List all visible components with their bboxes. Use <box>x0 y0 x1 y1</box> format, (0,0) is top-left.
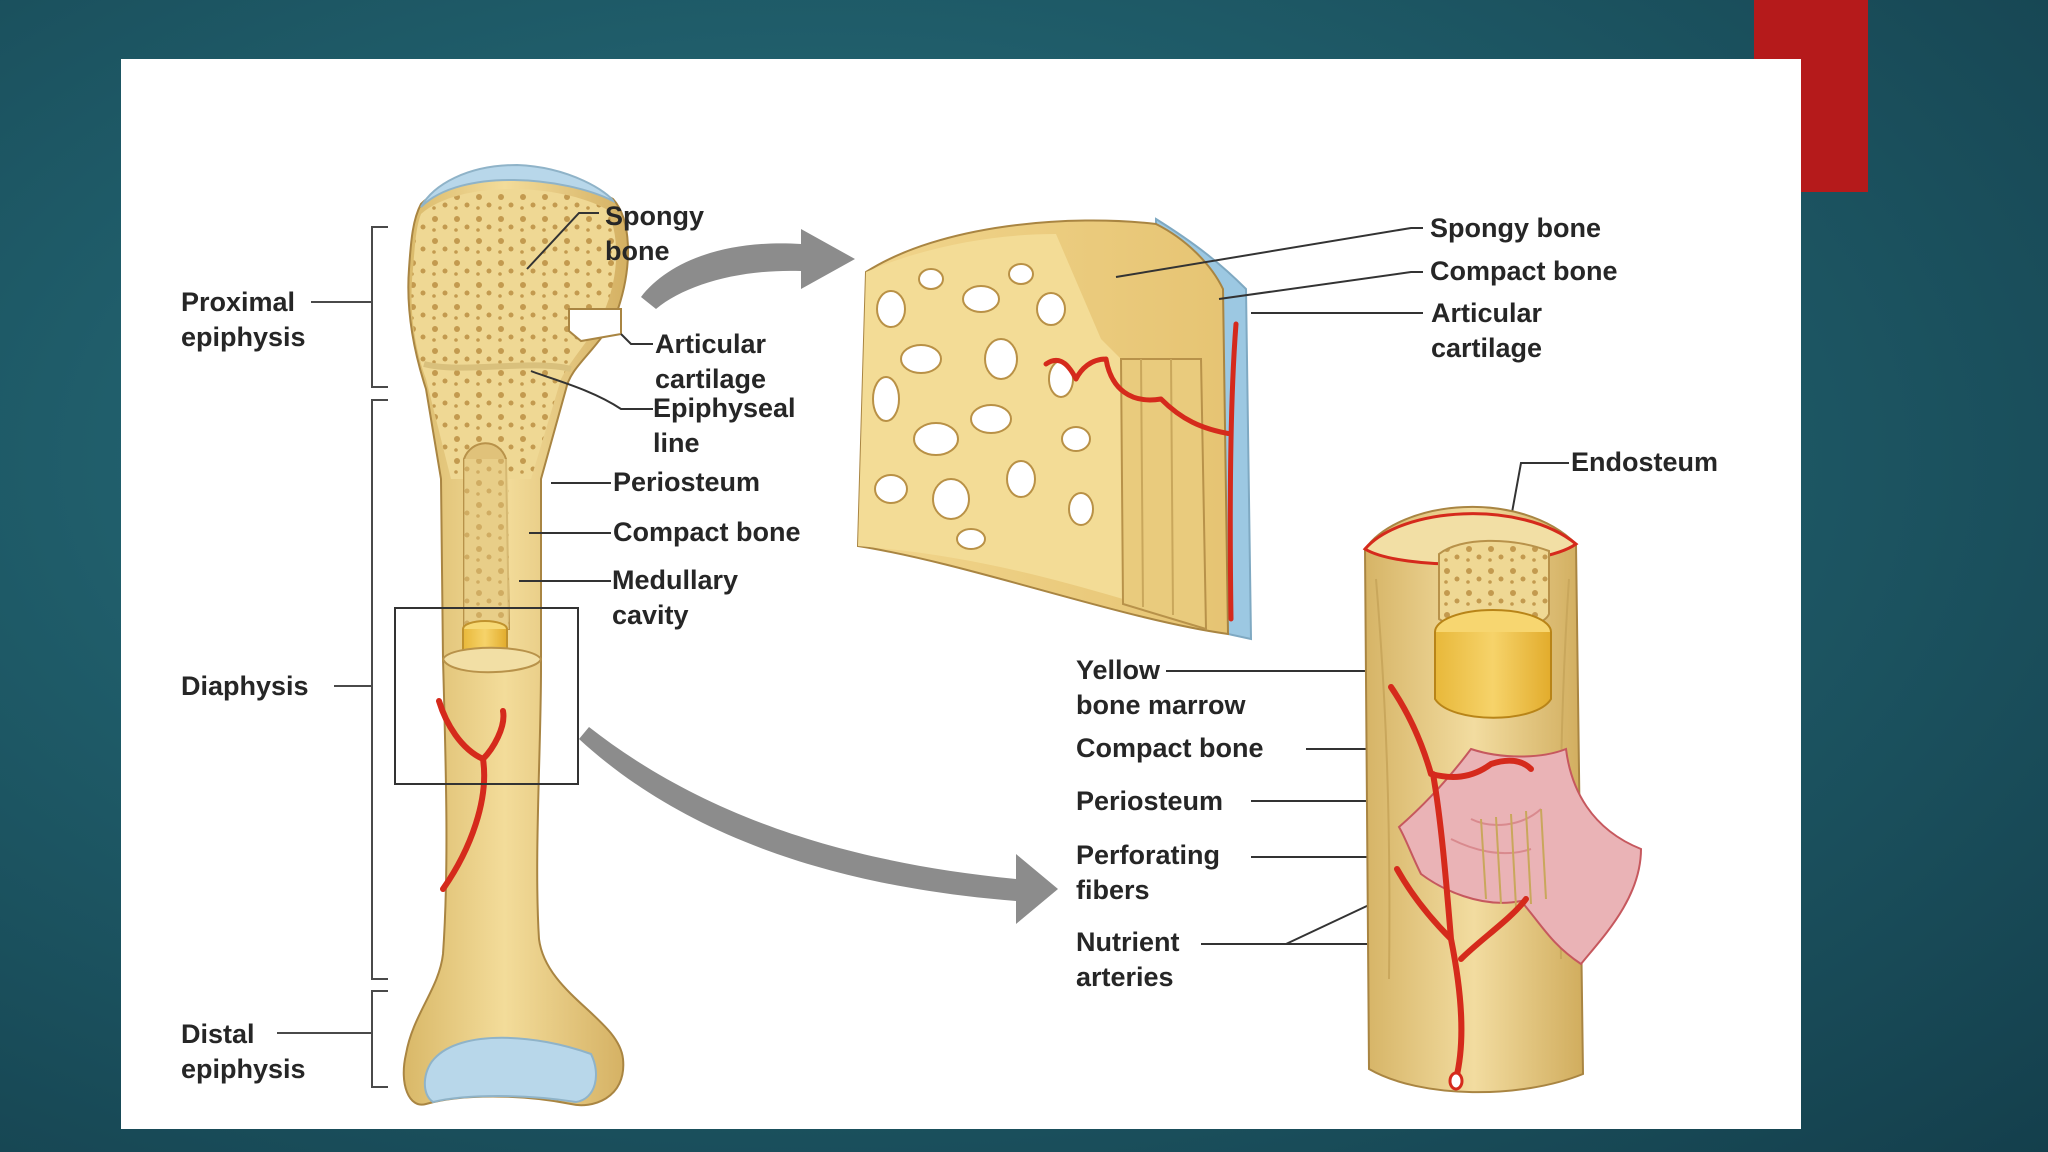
label-spongy-bone-right: Spongy bone <box>1430 213 1601 243</box>
label-medullary-cavity: Medullary cavity <box>612 565 739 630</box>
label-compact-bone-lower: Compact bone <box>1076 733 1264 763</box>
diaphysis-section <box>1362 505 1643 1094</box>
label-perforating-fibers: Perforating fibers <box>1076 840 1221 905</box>
label-compact-bone-right: Compact bone <box>1430 256 1618 286</box>
label-diaphysis: Diaphysis <box>181 671 309 701</box>
diaphysis-cut-face <box>441 646 543 674</box>
label-compact-bone-left: Compact bone <box>613 517 801 547</box>
epiphyseal-line <box>423 361 572 372</box>
inset-box <box>394 607 579 785</box>
label-proximal-epiphysis: Proximal epiphysis <box>181 287 306 352</box>
arrow-to-spongy-block <box>641 229 855 309</box>
label-distal-epiphysis: Distal epiphysis <box>181 1019 306 1084</box>
spongy-bone-head <box>411 189 617 479</box>
leader-lines-left <box>519 212 653 582</box>
spongy-bone-block <box>856 217 1253 641</box>
head-notch <box>568 308 622 343</box>
shaft-artery <box>436 698 507 892</box>
articular-cartilage-cap <box>420 163 616 208</box>
distal-articular-cartilage <box>423 1036 597 1104</box>
figure-card: Proximal epiphysis Diaphysis Distal epip… <box>121 59 1801 1129</box>
label-spongy-bone-left: Spongy bone <box>605 201 704 266</box>
region-brackets <box>277 226 388 1088</box>
magnify-arrows <box>579 229 1058 924</box>
long-bone-illustration <box>394 163 630 1107</box>
label-periosteum-lower: Periosteum <box>1076 786 1224 816</box>
label-articular-cartilage-right: Articular cartilage <box>1431 298 1543 363</box>
label-yellow-bone-marrow: Yellow bone marrow <box>1076 655 1246 720</box>
bone-anatomy-diagram <box>277 163 1643 1107</box>
label-endosteum: Endosteum <box>1571 447 1719 477</box>
label-epiphyseal-line: Epiphyseal line <box>653 393 796 458</box>
label-articular-cartilage-left: Articular cartilage <box>655 329 767 394</box>
arrow-to-shaft-section <box>579 727 1058 924</box>
nutrient-arteries <box>1388 684 1534 1082</box>
label-periosteum-left: Periosteum <box>613 467 761 497</box>
label-nutrient-arteries: Nutrient arteries <box>1076 927 1180 992</box>
leader-lines-right <box>1115 227 1569 945</box>
